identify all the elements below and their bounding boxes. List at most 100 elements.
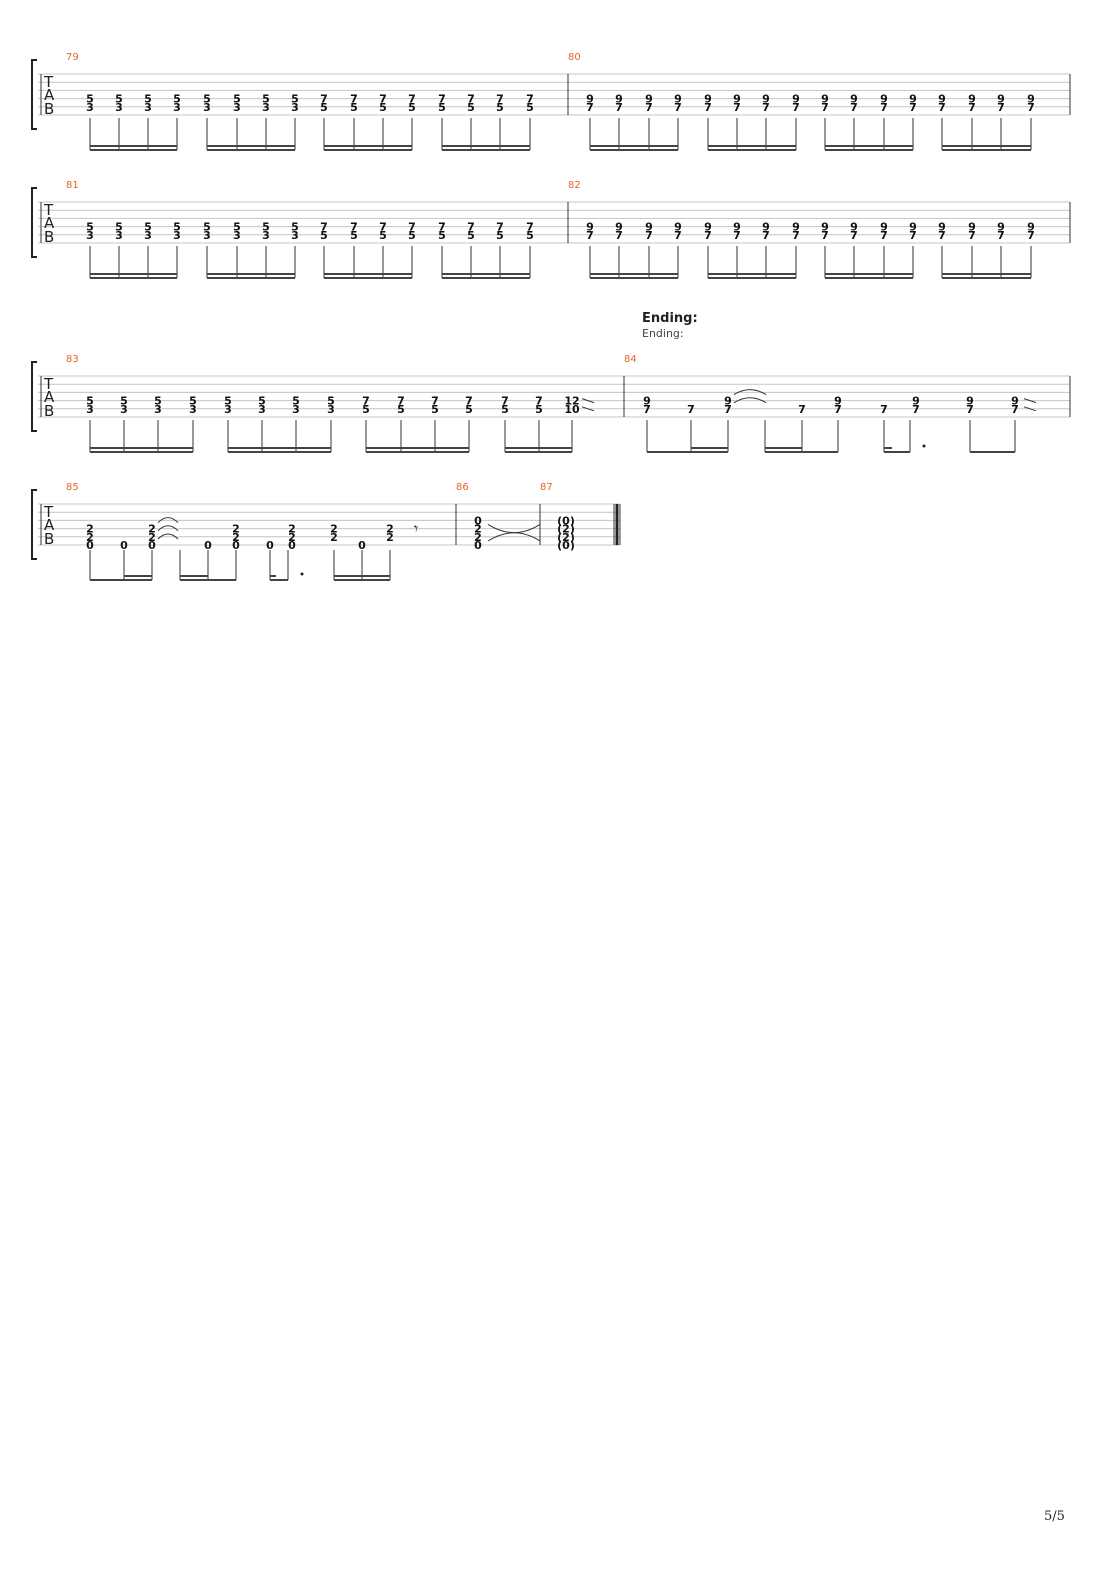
tab-letter-a: A	[44, 516, 55, 534]
fret-number: 7	[762, 229, 770, 242]
fret-number: 3	[291, 101, 299, 114]
fret-number: 7	[379, 93, 387, 106]
slide-mark	[1023, 398, 1037, 404]
fret-number: 7	[687, 403, 695, 416]
fret-number: 5	[362, 403, 370, 416]
fret-number: 9	[966, 395, 974, 408]
fret-number: 3	[189, 403, 197, 416]
fret-number: 9	[724, 395, 732, 408]
tab-letter-b: B	[44, 530, 54, 548]
fret-number: 3	[203, 229, 211, 242]
measure-number: 85	[66, 482, 79, 493]
measure-number: 86	[456, 482, 469, 493]
fret-number: 7	[643, 403, 651, 416]
fret-number: 7	[850, 101, 858, 114]
fret-number: 5	[467, 229, 475, 242]
fret-number: 3	[86, 229, 94, 242]
fret-number: 9	[912, 395, 920, 408]
fret-number: 2	[288, 523, 296, 536]
fret-number: 9	[762, 221, 770, 234]
fret-number: 5	[535, 403, 543, 416]
fret-number: 7	[320, 221, 328, 234]
fret-number: 2	[330, 523, 338, 536]
fret-number: 5	[320, 101, 328, 114]
tab-letter-t: T	[43, 201, 54, 219]
rest-symbol: 𝄾	[414, 519, 418, 538]
fret-number: 7	[850, 229, 858, 242]
fret-number: 7	[798, 403, 806, 416]
fret-number: 5	[526, 229, 534, 242]
fret-number: 3	[224, 403, 232, 416]
slide-mark	[581, 406, 595, 412]
fret-number: 7	[615, 229, 623, 242]
fret-number: 3	[120, 403, 128, 416]
fret-number: 0	[288, 539, 296, 552]
slide-mark	[581, 398, 595, 404]
fret-number: (0)	[557, 539, 575, 552]
fret-number: 7	[496, 221, 504, 234]
fret-number: 7	[438, 93, 446, 106]
measure-number: 80	[568, 52, 581, 63]
fret-number: 5	[467, 101, 475, 114]
fret-number: 7	[645, 101, 653, 114]
fret-number: 3	[291, 229, 299, 242]
fret-number: 7	[821, 101, 829, 114]
fret-number: 7	[674, 101, 682, 114]
fret-number: 9	[643, 395, 651, 408]
fret-number: 9	[997, 93, 1005, 106]
fret-number: 7	[586, 101, 594, 114]
fret-number: 7	[880, 101, 888, 114]
fret-number: 7	[674, 229, 682, 242]
page-number: 5/5	[1044, 1509, 1065, 1524]
fret-number: 7	[968, 229, 976, 242]
fret-number: 7	[526, 221, 534, 234]
fret-number: 9	[674, 221, 682, 234]
fret-number: 9	[615, 93, 623, 106]
fret-number: 5	[262, 221, 270, 234]
fret-number: 7	[615, 101, 623, 114]
fret-number: 7	[408, 221, 416, 234]
fret-number: 0	[266, 539, 274, 552]
fret-number: 5	[438, 229, 446, 242]
fret-number: 0	[232, 539, 240, 552]
fret-number: 7	[467, 93, 475, 106]
tab-letter-b: B	[44, 100, 54, 118]
fret-number: 5	[189, 395, 197, 408]
measure-number: 83	[66, 354, 79, 365]
fret-number: 5	[501, 403, 509, 416]
fret-number: 3	[327, 403, 335, 416]
fret-number: 7	[966, 403, 974, 416]
fret-number: 9	[792, 93, 800, 106]
fret-number: 3	[203, 101, 211, 114]
fret-number: 9	[586, 221, 594, 234]
tab-letter-t: T	[43, 503, 54, 521]
fret-number: 9	[586, 93, 594, 106]
fret-number: 7	[467, 221, 475, 234]
fret-number: 9	[674, 93, 682, 106]
fret-number: 5	[408, 229, 416, 242]
fret-number: 3	[154, 403, 162, 416]
fret-number: 7	[762, 101, 770, 114]
fret-number: 5	[327, 395, 335, 408]
fret-number: 5	[431, 403, 439, 416]
measure-number: 82	[568, 180, 581, 191]
dot	[922, 444, 926, 448]
fret-number: 7	[350, 93, 358, 106]
fret-number: 7	[379, 221, 387, 234]
fret-number: 2	[330, 531, 338, 544]
fret-number: 7	[724, 403, 732, 416]
system-bracket	[31, 361, 37, 432]
fret-number: 5	[86, 395, 94, 408]
fret-number: 9	[615, 221, 623, 234]
fret-number: 9	[645, 93, 653, 106]
dot	[300, 572, 304, 576]
fret-number: 3	[292, 403, 300, 416]
system-bracket	[31, 59, 37, 130]
fret-number: 7	[909, 101, 917, 114]
fret-number: 0	[204, 539, 212, 552]
tab-letter-b: B	[44, 228, 54, 246]
tab-letter-t: T	[43, 73, 54, 91]
fret-number: 7	[1011, 403, 1019, 416]
fret-number: 12	[564, 395, 579, 408]
fret-number: 5	[291, 221, 299, 234]
